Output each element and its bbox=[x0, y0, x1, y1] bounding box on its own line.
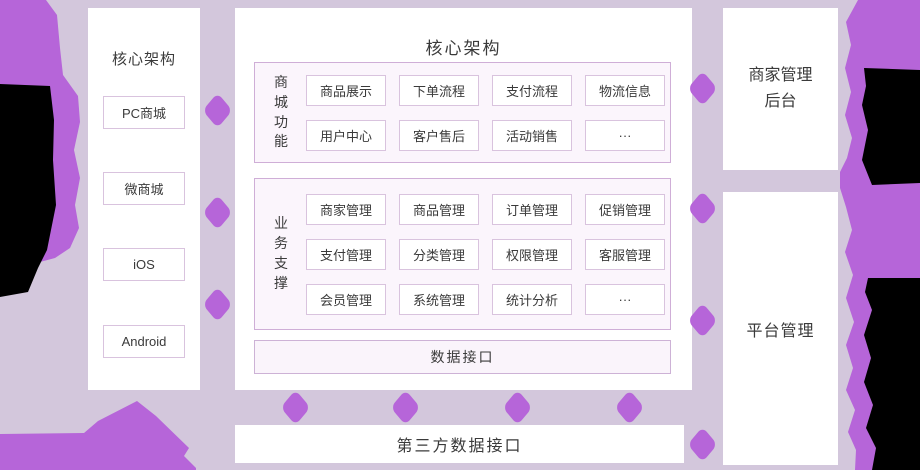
box-logistics-info: 物流信息 bbox=[585, 74, 665, 106]
box-category-mgmt: 分类管理 bbox=[399, 238, 479, 270]
box-user-center: 用户中心 bbox=[306, 119, 386, 151]
box-statistics-analysis: 统计分析 bbox=[492, 283, 572, 315]
group-business-support: 业务支撑 商家管理 商品管理 订单管理 促销管理 支付管理 分类管理 权限管理 … bbox=[254, 178, 671, 330]
box-order-flow: 下单流程 bbox=[399, 74, 479, 106]
purple-shape-bottom-left bbox=[0, 401, 196, 470]
platform-admin-panel: 平台管理 bbox=[723, 192, 838, 465]
black-shape-right-bottom bbox=[864, 278, 920, 470]
platform-box-android: Android bbox=[103, 325, 185, 358]
center-panel: 核心架构 商城功能 商品展示 下单流程 支付流程 物流信息 用户中心 客户售后 … bbox=[235, 8, 692, 390]
black-shape-left bbox=[0, 84, 56, 297]
merchant-admin-title: 商家管理后台 bbox=[748, 67, 813, 110]
box-more-functions: ··· bbox=[585, 119, 665, 151]
platform-admin-title: 平台管理 bbox=[746, 322, 815, 340]
box-member-mgmt: 会员管理 bbox=[306, 283, 386, 315]
business-support-grid: 商家管理 商品管理 订单管理 促销管理 支付管理 分类管理 权限管理 客服管理 … bbox=[306, 193, 665, 315]
left-panel-title: 核心架构 bbox=[111, 51, 176, 68]
center-panel-title: 核心架构 bbox=[425, 39, 502, 58]
box-more-support: ··· bbox=[585, 283, 665, 315]
box-promotion-mgmt: 促销管理 bbox=[585, 193, 665, 225]
group-mall-functions: 商城功能 商品展示 下单流程 支付流程 物流信息 用户中心 客户售后 活动销售 … bbox=[254, 62, 671, 163]
platform-box-ios: iOS bbox=[103, 248, 185, 281]
box-merchant-mgmt: 商家管理 bbox=[306, 193, 386, 225]
third-party-interface-title: 第三方数据接口 bbox=[396, 438, 523, 455]
box-payment-mgmt: 支付管理 bbox=[306, 238, 386, 270]
platform-box-wei-mall: 微商城 bbox=[103, 172, 185, 205]
box-product-display: 商品展示 bbox=[306, 74, 386, 106]
black-shape-right-top bbox=[862, 68, 920, 185]
box-permission-mgmt: 权限管理 bbox=[492, 238, 572, 270]
box-customer-service-mgmt: 客服管理 bbox=[585, 238, 665, 270]
box-system-mgmt: 系统管理 bbox=[399, 283, 479, 315]
merchant-admin-panel: 商家管理后台 bbox=[723, 8, 838, 170]
box-order-mgmt: 订单管理 bbox=[492, 193, 572, 225]
group-mall-functions-label: 商城功能 bbox=[274, 73, 288, 150]
box-product-mgmt: 商品管理 bbox=[399, 193, 479, 225]
box-after-sales: 客户售后 bbox=[399, 119, 479, 151]
data-interface-bar: 数据接口 bbox=[254, 340, 671, 374]
platform-box-pc-mall: PC商城 bbox=[103, 96, 185, 129]
box-payment-flow: 支付流程 bbox=[492, 74, 572, 106]
left-panel: 核心架构 PC商城 微商城 iOS Android bbox=[88, 8, 200, 390]
group-business-support-label: 业务支撑 bbox=[274, 215, 288, 291]
box-activity-sales: 活动销售 bbox=[492, 119, 572, 151]
third-party-interface-bar: 第三方数据接口 bbox=[235, 425, 684, 463]
mall-functions-grid: 商品展示 下单流程 支付流程 物流信息 用户中心 客户售后 活动销售 ··· bbox=[306, 74, 665, 151]
